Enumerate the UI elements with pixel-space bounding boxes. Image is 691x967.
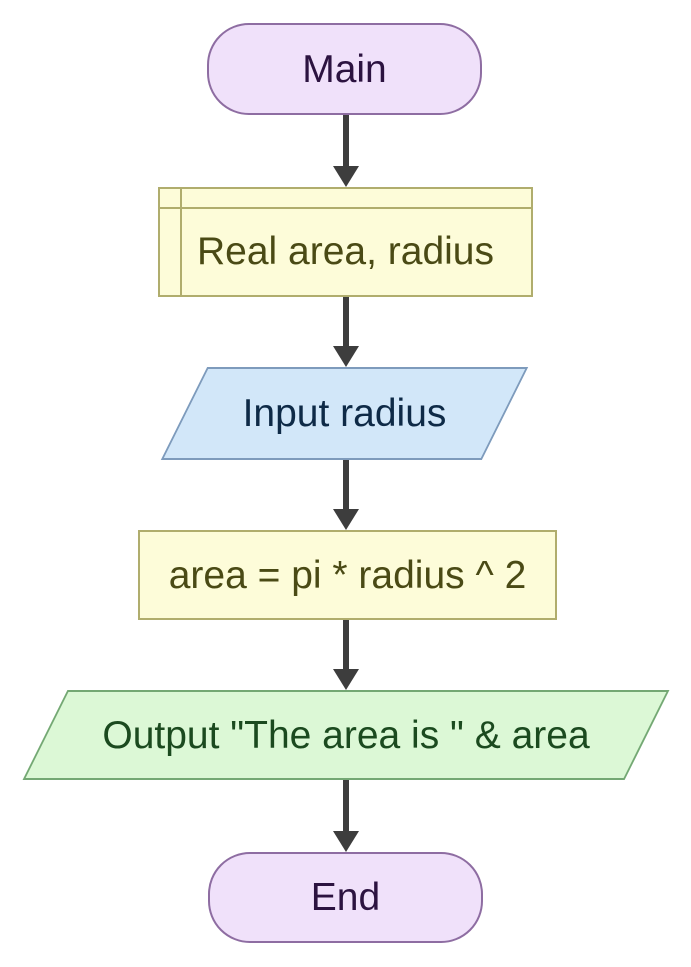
- flow-arrow-1[interactable]: [333, 115, 359, 187]
- node-output-label: Output "The area is " & area: [102, 713, 590, 757]
- arrow-head-icon: [333, 346, 359, 367]
- arrow-head-icon: [333, 669, 359, 690]
- arrow-head-icon: [333, 831, 359, 852]
- node-main-label: Main: [302, 47, 387, 91]
- node-declaration-label: Real area, radius: [197, 229, 494, 273]
- arrow-stem: [343, 620, 349, 670]
- arrow-head-icon: [333, 166, 359, 187]
- node-assignment-label: area = pi * radius ^ 2: [168, 553, 527, 597]
- node-declaration[interactable]: Real area, radius: [158, 187, 533, 297]
- declaration-top-line: [160, 207, 531, 209]
- arrow-stem: [343, 460, 349, 510]
- arrow-head-icon: [333, 509, 359, 530]
- node-end-label: End: [310, 876, 381, 919]
- node-input[interactable]: Input radius: [160, 367, 529, 460]
- flow-arrow-5[interactable]: [333, 780, 359, 852]
- node-input-label: Input radius: [242, 392, 447, 435]
- node-assignment[interactable]: area = pi * radius ^ 2: [138, 530, 557, 620]
- arrow-stem: [343, 115, 349, 167]
- flow-arrow-4[interactable]: [333, 620, 359, 690]
- arrow-stem: [343, 297, 349, 347]
- arrow-stem: [343, 780, 349, 832]
- flow-arrow-2[interactable]: [333, 297, 359, 367]
- node-end-terminal[interactable]: End: [208, 852, 483, 943]
- flow-arrow-3[interactable]: [333, 460, 359, 530]
- node-main-terminal[interactable]: Main: [207, 23, 482, 115]
- declaration-left-line: [180, 189, 182, 295]
- node-output[interactable]: Output "The area is " & area: [22, 690, 670, 780]
